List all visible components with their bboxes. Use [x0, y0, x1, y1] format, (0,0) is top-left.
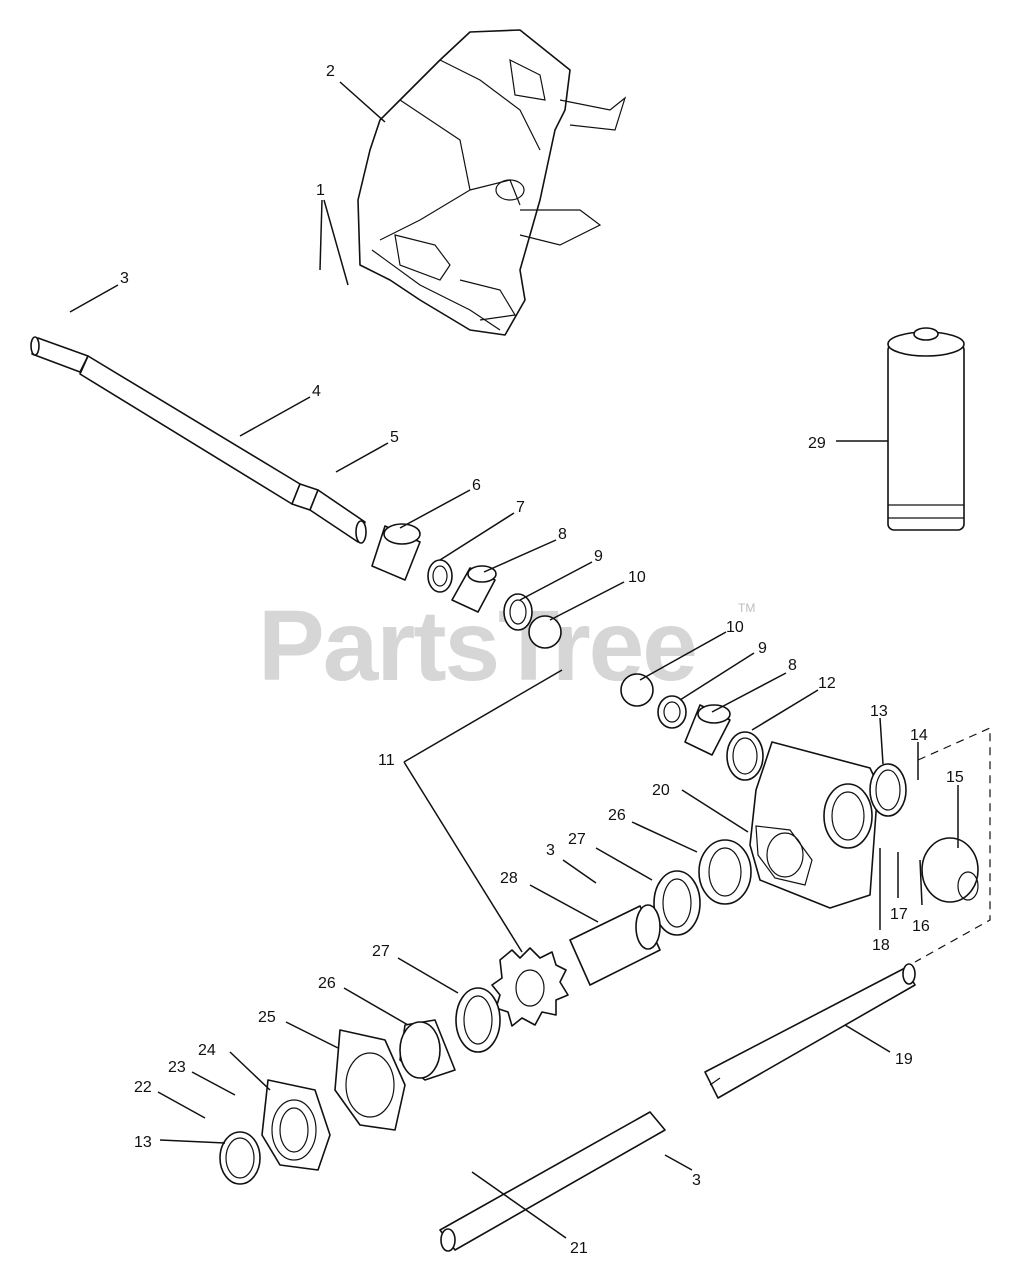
callout-17: 17 — [890, 906, 908, 923]
callout-29: 29 — [808, 435, 826, 452]
part-gear — [491, 947, 569, 1027]
part-middle-spacers — [569, 839, 752, 986]
part-bearing-stack-lower — [620, 673, 764, 781]
callout-9-lower: 9 — [758, 640, 767, 657]
part-housing-frame — [357, 29, 627, 336]
callout-26-lower: 26 — [318, 975, 336, 992]
part-shaft-21 — [439, 1111, 666, 1252]
callout-3-middle: 3 — [546, 842, 555, 859]
callout-5: 5 — [390, 429, 399, 446]
callout-3-bottom: 3 — [692, 1172, 701, 1189]
callout-3-top: 3 — [120, 270, 129, 287]
callout-20: 20 — [652, 782, 670, 799]
callout-8-lower: 8 — [788, 657, 797, 674]
callout-16: 16 — [912, 918, 930, 935]
callout-12: 12 — [818, 675, 836, 692]
callout-26-upper: 26 — [608, 807, 626, 824]
callout-2: 2 — [326, 63, 335, 80]
callout-21: 21 — [570, 1240, 588, 1257]
leader-lines — [69, 81, 959, 1239]
callout-10-upper: 10 — [628, 569, 646, 586]
callout-11: 11 — [378, 752, 395, 769]
callout-labels: 1 2 3 4 5 6 7 8 9 10 10 9 8 12 11 13 14 … — [120, 63, 964, 1257]
callout-22: 22 — [134, 1079, 152, 1096]
part-bearing-stack-upper — [371, 523, 562, 649]
callout-9-upper: 9 — [594, 548, 603, 565]
callout-6: 6 — [472, 477, 481, 494]
callout-1: 1 — [316, 182, 325, 199]
callout-15: 15 — [946, 769, 964, 786]
callout-19: 19 — [895, 1051, 913, 1068]
callout-27-lower: 27 — [372, 943, 390, 960]
callout-13-lower: 13 — [134, 1134, 152, 1151]
callout-27-upper: 27 — [568, 831, 586, 848]
callout-23: 23 — [168, 1059, 186, 1076]
callout-4: 4 — [312, 383, 321, 400]
part-right-side-hardware — [869, 727, 991, 963]
callout-24: 24 — [198, 1042, 216, 1059]
part-main-shaft — [30, 336, 367, 544]
callout-18: 18 — [872, 937, 890, 954]
part-shaft-19 — [704, 963, 916, 1099]
callout-14: 14 — [910, 727, 928, 744]
callout-28: 28 — [500, 870, 518, 887]
callout-25: 25 — [258, 1009, 276, 1026]
part-gear-housing — [749, 741, 879, 909]
callout-8-upper: 8 — [558, 526, 567, 543]
callout-7: 7 — [516, 499, 525, 516]
part-lower-left-stack — [219, 987, 501, 1185]
watermark-trademark: TM — [738, 601, 755, 615]
part-cylinder — [887, 327, 965, 531]
callout-13-upper: 13 — [870, 703, 888, 720]
callout-10-lower: 10 — [726, 619, 744, 636]
